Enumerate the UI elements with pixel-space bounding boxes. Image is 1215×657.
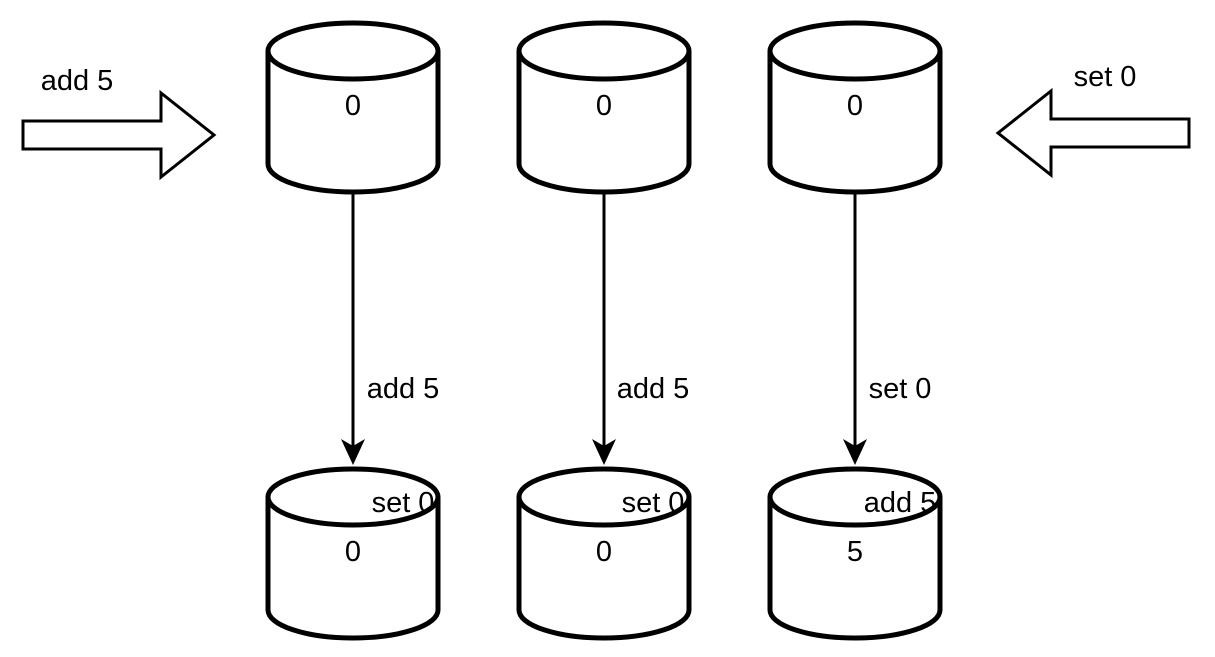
op-line-1: set 0 <box>868 373 932 405</box>
replica-2-initial-db-icon <box>516 20 692 195</box>
arrowhead-icon <box>341 439 365 465</box>
replica-1-final-value: 0 <box>344 536 362 568</box>
op-line-2: set 0 <box>621 487 685 519</box>
replica-3-op-order-label: set 0 add 5 <box>840 294 960 598</box>
replica-3-final-db-icon <box>767 466 943 641</box>
cylinder-body <box>767 497 943 641</box>
op-line-1: add 5 <box>366 373 440 405</box>
replica-1-apply-arrow <box>341 194 365 465</box>
replica-1-initial-value: 0 <box>344 90 362 122</box>
cylinder-top <box>767 466 943 528</box>
replica-3-apply-arrow <box>843 194 867 465</box>
replica-1-op-order-label: add 5 set 0 <box>343 294 463 598</box>
replica-2-final-db-icon <box>516 466 692 641</box>
cylinder-top <box>265 466 441 528</box>
cylinder-body <box>516 497 692 641</box>
cylinder-top <box>516 466 692 528</box>
arrowhead-icon <box>843 439 867 465</box>
replica-1-initial-db-icon <box>265 20 441 195</box>
replica-2-apply-arrow <box>592 194 616 465</box>
cylinder-body <box>265 497 441 641</box>
replica-3-initial-db-icon <box>767 20 943 195</box>
cylinder-top <box>265 20 441 82</box>
cylinder-top <box>767 20 943 82</box>
replica-3-final-value: 5 <box>846 536 864 568</box>
cylinder-body <box>516 51 692 195</box>
replica-3-initial-value: 0 <box>846 90 864 122</box>
replica-1-final-db-icon <box>265 466 441 641</box>
op-line-2: set 0 <box>371 487 435 519</box>
cylinder-body <box>265 51 441 195</box>
left-incoming-op-label: add 5 <box>40 65 114 97</box>
arrowhead-icon <box>592 439 616 465</box>
right-block-arrow-icon <box>21 89 217 181</box>
left-block-arrow-icon <box>995 87 1191 179</box>
op-line-2: add 5 <box>863 487 937 519</box>
cylinder-top <box>516 20 692 82</box>
replica-2-initial-value: 0 <box>595 90 613 122</box>
replica-2-op-order-label: add 5 set 0 <box>593 294 713 598</box>
right-incoming-op-label: set 0 <box>1073 61 1137 93</box>
cylinder-body <box>767 51 943 195</box>
op-line-1: add 5 <box>616 373 690 405</box>
replica-2-final-value: 0 <box>595 536 613 568</box>
